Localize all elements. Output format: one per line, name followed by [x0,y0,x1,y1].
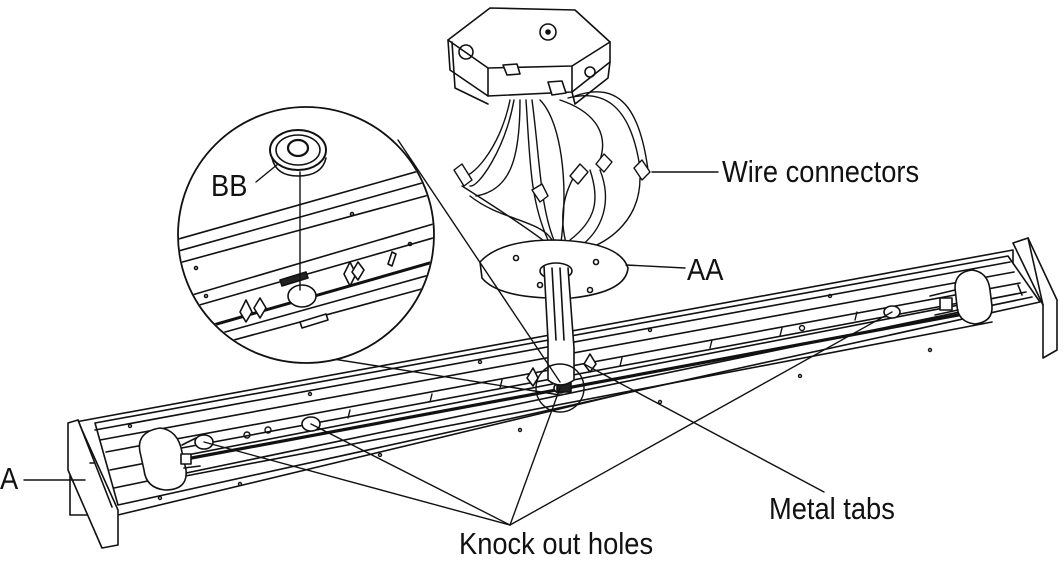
label-metal-tabs: Metal tabs [769,491,895,526]
wiring [453,91,651,251]
wire-connector [569,163,589,185]
right-oval-cover [929,269,993,325]
grommet-bb [269,129,327,177]
leader-lines [23,163,893,526]
wire-connector [531,183,549,203]
wire-connector [595,153,613,173]
label-knock-out-holes: Knock out holes [459,526,654,561]
label-aa: AA [687,252,724,287]
label-wire-connectors: Wire connectors [722,154,920,189]
wire-connector [453,163,473,187]
junction-box [447,7,611,105]
label-bb: BB [211,168,248,203]
detail-magnifier [177,106,585,413]
label-a: A [0,461,19,496]
left-oval-cover [138,427,201,491]
wire-connector [633,159,651,181]
